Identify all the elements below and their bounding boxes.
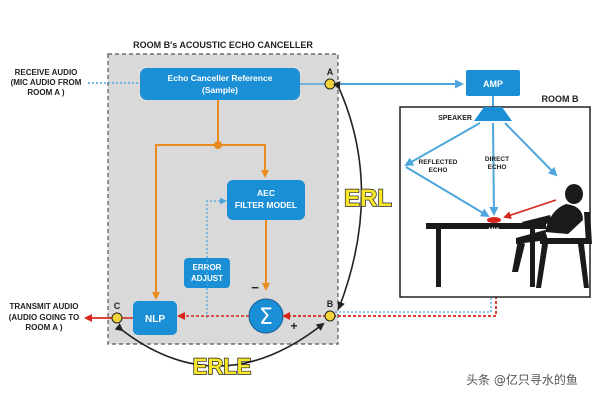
orange-right-branch [218,144,269,178]
direct-echo-label: DIRECT [485,156,509,163]
direct-echo-arrow [489,122,499,216]
node-a [324,78,336,90]
receive-audio-label: RECEIVE AUDIO [15,68,78,77]
reflected-echo-arrow-2 [405,166,490,218]
erl-label: ERL [344,185,392,212]
erl-curve [332,80,363,310]
echo-reference-label: Echo Canceller Reference [168,73,273,83]
aec-title: ROOM B's ACOUSTIC ECHO CANCELLER [133,40,313,50]
desk-top [426,223,546,229]
node-a-label: A [327,67,334,77]
room-b-box [399,106,591,298]
transmit-audio-sub2: ROOM A ) [25,323,63,332]
plus-sign: + [290,319,297,333]
summation-symbol: Σ [259,305,273,330]
mic-label: MIC [489,228,501,234]
node-c-label: C [114,301,121,311]
speaker-icon [474,107,512,121]
amp-box [466,70,520,96]
aec-filter-label: AEC [257,188,275,198]
error-adjust-label: ERROR [193,263,222,272]
speaker-label: SPEAKER [438,115,472,122]
echo-reference-box [140,68,300,100]
erle-curve [114,322,325,367]
chair-icon [536,212,592,288]
aec-filter-box [227,180,305,220]
minus-sign: − [251,280,259,295]
desk-leg-right [530,229,535,287]
transmit-audio-sub1: (AUDIO GOING TO [9,313,80,322]
orange-left-branch [152,144,218,300]
reflected-echo-label: REFLECTED [419,159,458,166]
transmit-audio-label: TRANSMIT AUDIO [9,302,78,311]
node-b [324,310,336,322]
side-echo-arrow [504,122,558,177]
node-b-label: B [327,299,334,309]
reflected-echo-arrow-1 [404,122,481,166]
aec-filter-sub: FILTER MODEL [235,200,297,210]
room-b-label: ROOM B [542,94,579,104]
receive-audio-sub2: ROOM A ) [27,88,65,97]
mic-icon [487,217,501,223]
receive-audio-sub1: (MIC AUDIO FROM [11,78,82,87]
nlp-label: NLP [145,314,165,325]
reflected-echo-sub: ECHO [429,167,448,174]
voice-arrow [503,199,557,219]
echo-reference-sub: (Sample) [202,85,238,95]
amp-label: AMP [483,79,503,89]
erle-label: ERLE [193,354,252,379]
desk-leg-left [436,229,441,287]
error-adjust-sub: ADJUST [191,274,223,283]
error-feedback-line [206,197,227,318]
direct-echo-sub: ECHO [488,164,507,171]
node-c [111,312,123,324]
watermark: 头条 @亿只寻水的鱼 [466,372,578,387]
